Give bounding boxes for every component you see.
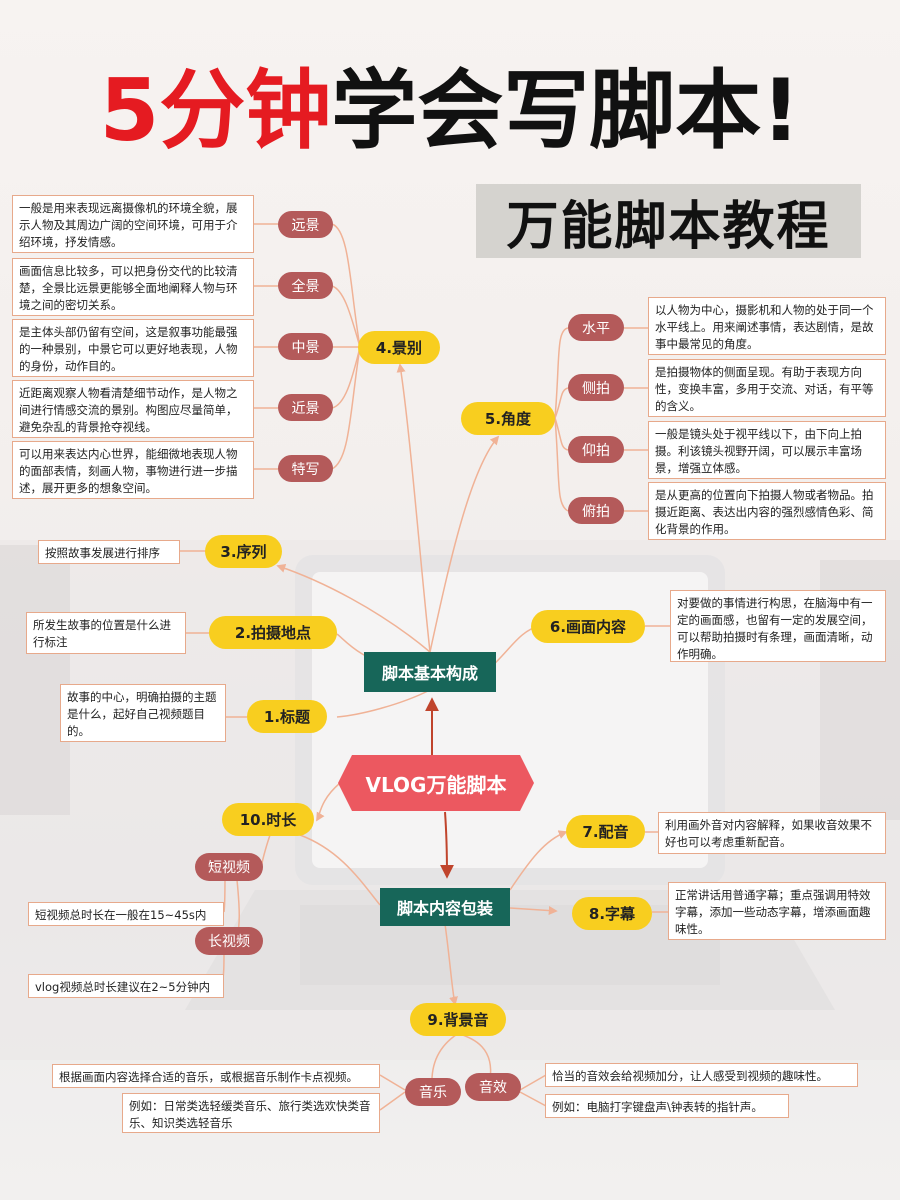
node-scene-content: 6.画面内容 — [531, 610, 645, 643]
desc-angle-high: 是从更高的位置向下拍摄人物或者物品。拍摄近距离、表达出内容的强烈感情色彩、简化背… — [648, 482, 886, 540]
node-voiceover: 7.配音 — [566, 815, 645, 848]
desc-sound-effects-1: 恰当的音效会给视频加分，让人感受到视频的趣味性。 — [545, 1063, 858, 1087]
desc-scene-content: 对要做的事情进行构思，在脑海中有一定的画面感，也留有一定的发展空间，可以帮助拍摄… — [670, 590, 886, 662]
hub-content-packaging: 脚本内容包装 — [380, 888, 510, 926]
node-angle-level: 水平 — [568, 314, 624, 341]
node-angle-side: 侧拍 — [568, 374, 624, 401]
node-subtitles: 8.字幕 — [572, 897, 652, 930]
title-black-part: 学会写脚本! — [331, 61, 800, 161]
desc-music-2: 例如：日常类选轻缓类音乐、旅行类选欢快类音乐、知识类选轻音乐 — [122, 1093, 380, 1133]
node-medium-shot: 中景 — [278, 333, 333, 360]
node-background-sound: 9.背景音 — [410, 1003, 506, 1036]
node-sound-effects: 音效 — [465, 1073, 521, 1101]
desc-full-shot: 画面信息比较多，可以把身份交代的比较清楚，全景比远景更能够全面地阐释人物与环境之… — [12, 258, 254, 316]
node-sequence: 3.序列 — [205, 535, 282, 568]
node-full-shot: 全景 — [278, 272, 333, 299]
node-location: 2.拍摄地点 — [209, 616, 337, 649]
node-music: 音乐 — [405, 1078, 461, 1106]
node-shot-size: 4.景别 — [358, 331, 440, 364]
node-close-up: 特写 — [278, 455, 333, 482]
title-red-part: 5分钟 — [99, 61, 331, 161]
desc-angle-side: 是拍摄物体的侧面呈现。有助于表现方向性，变换丰富，多用于交流、对话，有平等的含义… — [648, 359, 886, 417]
desc-location: 所发生故事的位置是什么进行标注 — [26, 612, 186, 654]
desc-close-shot: 近距离观察人物看清楚细节动作，是人物之间进行情感交流的景别。构图应尽量简单，避免… — [12, 380, 254, 438]
node-angle: 5.角度 — [461, 402, 555, 435]
node-long-video: 长视频 — [195, 927, 263, 955]
node-duration: 10.时长 — [222, 803, 314, 836]
desc-close-up: 可以用来表达内心世界，能细微地表现人物的面部表情，刻画人物，事物进行进一步描述，… — [12, 441, 254, 499]
node-short-video: 短视频 — [195, 853, 263, 881]
desc-subtitles: 正常讲话用普通字幕；重点强调用特效字幕，添加一些动态字幕，增添画面趣味性。 — [668, 882, 886, 940]
desc-short-video: 短视频总时长在一般在15~45s内 — [28, 902, 224, 926]
desc-medium-shot: 是主体头部仍留有空间，这是叙事功能最强的一种景别，中景它可以更好地表现，人物的身… — [12, 319, 254, 377]
node-angle-low: 仰拍 — [568, 436, 624, 463]
poster-title: 5分钟学会写脚本! — [0, 40, 900, 165]
desc-angle-level: 以人物为中心，摄影机和人物的处于同一个水平线上。用来阐述事情，表达剧情，是故事中… — [648, 297, 886, 355]
node-close-shot: 近景 — [278, 394, 333, 421]
node-title: 1.标题 — [247, 700, 327, 733]
node-angle-high: 俯拍 — [568, 497, 624, 524]
desc-title: 故事的中心，明确拍摄的主题是什么，起好自己视频题目的。 — [60, 684, 226, 742]
desc-sequence: 按照故事发展进行排序 — [38, 540, 180, 564]
desc-long-video: vlog视频总时长建议在2~5分钟内 — [28, 974, 224, 998]
desc-music-1: 根据画面内容选择合适的音乐，或根据音乐制作卡点视频。 — [52, 1064, 380, 1088]
node-long-shot: 远景 — [278, 211, 333, 238]
desc-voiceover: 利用画外音对内容解释，如果收音效果不好也可以考虑重新配音。 — [658, 812, 886, 854]
center-node: VLOG万能脚本 — [338, 755, 534, 811]
hub-basic-structure: 脚本基本构成 — [364, 652, 496, 692]
desc-long-shot: 一般是用来表现远离摄像机的环境全貌，展示人物及其周边广阔的空间环境，可用于介绍环… — [12, 195, 254, 253]
desc-angle-low: 一般是镜头处于视平线以下，由下向上拍摄。利该镜头视野开阔，可以展示丰富场景，增强… — [648, 421, 886, 479]
desc-sound-effects-2: 例如：电脑打字键盘声\钟表转的指针声。 — [545, 1094, 789, 1118]
subtitle-banner: 万能脚本教程 — [476, 184, 861, 258]
